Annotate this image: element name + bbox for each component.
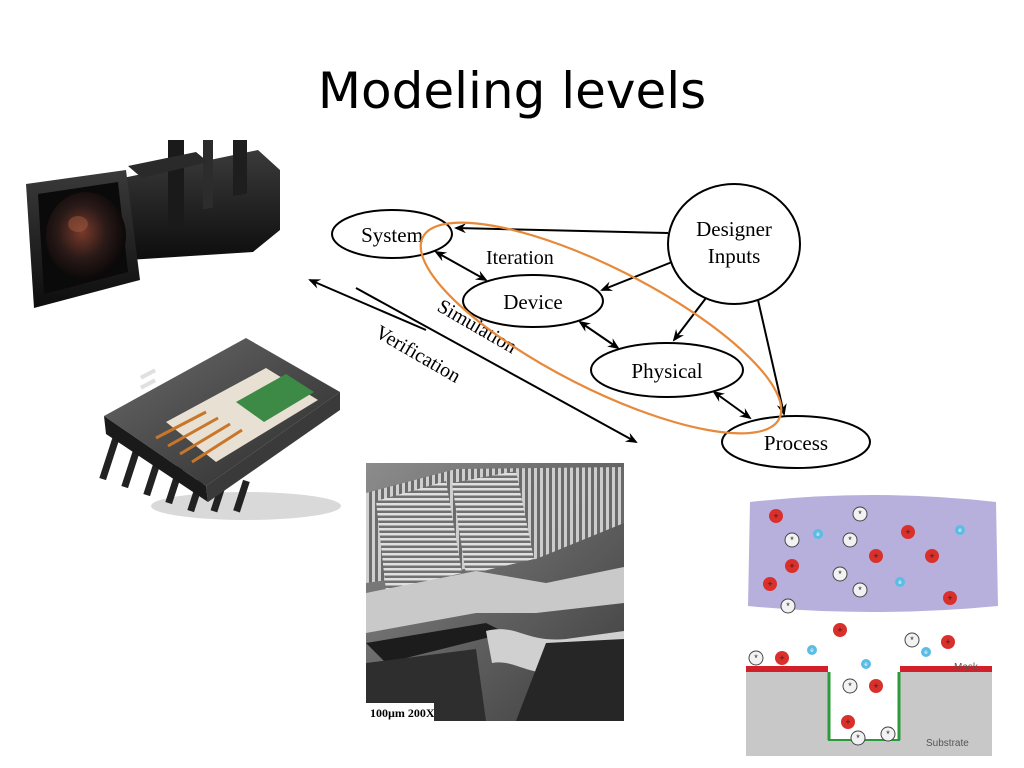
- ion-particle: [775, 651, 789, 665]
- highlight-ellipse: [419, 221, 783, 435]
- neutral-particle: [904, 632, 920, 648]
- ion-particle: [763, 577, 777, 591]
- particle-symbol: *: [856, 733, 860, 743]
- particle-symbol: *: [910, 635, 914, 645]
- mask-left: [746, 666, 828, 672]
- particle-symbol: e: [816, 532, 820, 538]
- neutral-particle: [842, 532, 858, 548]
- ion-particle: [925, 549, 939, 563]
- node-system: [331, 209, 453, 259]
- node-physical: [590, 342, 744, 398]
- simulation-arrow: [308, 279, 427, 331]
- particle-symbol: +: [767, 579, 772, 589]
- electron-particle: [813, 529, 823, 539]
- ion-particle: [869, 679, 883, 693]
- electron-particle: [895, 577, 905, 587]
- neutral-particle: [784, 532, 800, 548]
- particle-symbol: *: [858, 509, 862, 519]
- electron-particle: [807, 645, 817, 655]
- particle-symbol: +: [789, 561, 794, 571]
- node-system-label: System: [361, 223, 423, 247]
- particle-symbol: +: [929, 551, 934, 561]
- particle-symbol: *: [858, 585, 862, 595]
- electron-particle: [861, 659, 871, 669]
- neutral-particle: [748, 650, 764, 666]
- node-process-label: Process: [764, 431, 828, 455]
- modeling-levels-diagram: System Device Physical Process Designer …: [308, 183, 871, 469]
- substrate: [746, 670, 992, 756]
- electron-particle: [955, 525, 965, 535]
- particle-symbol: +: [873, 681, 878, 691]
- ic-chip-icon: [99, 338, 341, 520]
- substrate-label: Substrate: [926, 738, 969, 749]
- neutral-particle: [832, 566, 848, 582]
- particle-symbol: +: [947, 593, 952, 603]
- node-device: [462, 274, 604, 328]
- particle-symbol: +: [845, 717, 850, 727]
- ion-particle: [869, 549, 883, 563]
- mask-right: [900, 666, 992, 672]
- neutral-particle: [842, 678, 858, 694]
- particle-symbol: e: [924, 650, 928, 656]
- neutral-particle: [850, 730, 866, 746]
- particle-symbol: e: [958, 528, 962, 534]
- node-designer-inputs: [667, 183, 801, 305]
- neutral-particle: [852, 506, 868, 522]
- slide-title: Modeling levels: [317, 62, 707, 120]
- particle-symbol: +: [905, 527, 910, 537]
- particle-symbol: e: [864, 662, 868, 668]
- particle-symbol: *: [790, 535, 794, 545]
- node-designer-label-2: Inputs: [708, 244, 761, 268]
- particle-symbol: *: [886, 729, 890, 739]
- ion-particle: [941, 635, 955, 649]
- particle-symbol: e: [898, 580, 902, 586]
- electron-particle: [921, 647, 931, 657]
- particle-symbol: *: [848, 681, 852, 691]
- particle-symbol: +: [837, 625, 842, 635]
- particle-symbol: +: [873, 551, 878, 561]
- ion-particle: [943, 591, 957, 605]
- node-device-label: Device: [503, 290, 562, 314]
- particle-symbol: +: [773, 511, 778, 521]
- particle-symbol: +: [779, 653, 784, 663]
- particle-symbol: *: [754, 653, 758, 663]
- node-designer-label-1: Designer: [696, 217, 772, 241]
- particle-symbol: *: [838, 569, 842, 579]
- plasma-particles: + * e * * + e + + + * e + * * + * + + e e * e + * + + * *: [748, 506, 965, 746]
- neutral-particle: [880, 726, 896, 742]
- node-physical-label: Physical: [631, 359, 702, 383]
- particle-symbol: *: [848, 535, 852, 545]
- mems-sem-micrograph: 100µm 200X: [366, 463, 624, 721]
- sem-scale-label: 100µm 200X: [370, 706, 435, 720]
- ion-particle: [785, 559, 799, 573]
- particle-symbol: +: [945, 637, 950, 647]
- verification-arrow: [355, 287, 638, 443]
- plasma-etch-illustration: Mask Substrate + * e * * + e + + + * e + * * + * + + e e * e + *…: [746, 495, 998, 756]
- ion-particle: [841, 715, 855, 729]
- particle-symbol: *: [786, 601, 790, 611]
- particle-symbol: e: [810, 648, 814, 654]
- ion-particle: [833, 623, 847, 637]
- ion-particle: [901, 525, 915, 539]
- neutral-particle: [780, 598, 796, 614]
- node-process: [721, 415, 871, 469]
- iteration-label: Iteration: [486, 247, 554, 269]
- ion-particle: [769, 509, 783, 523]
- neutral-particle: [852, 582, 868, 598]
- verification-label: Verification: [372, 321, 465, 387]
- video-camera-icon: [26, 140, 280, 308]
- mask-label: Mask: [954, 662, 979, 673]
